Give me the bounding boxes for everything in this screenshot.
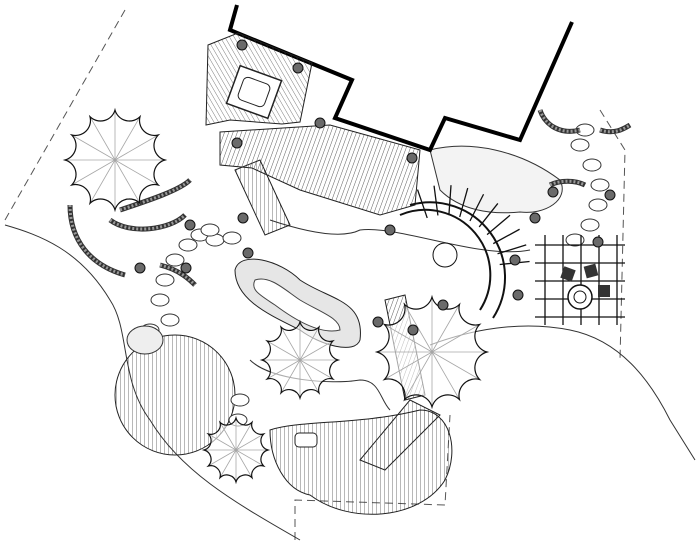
boulder (242, 247, 254, 259)
arbor-rafter (416, 189, 428, 219)
trees (62, 107, 490, 485)
stepping-stone (565, 233, 585, 247)
umbrella-tree (62, 107, 168, 213)
boulder (592, 236, 604, 248)
stone-wall-texture (538, 109, 581, 133)
tree-canopy (201, 415, 271, 485)
arbor-beam (399, 208, 492, 311)
stepping-stone (165, 253, 185, 267)
arbor-rafter (497, 244, 527, 255)
boulder (509, 254, 521, 266)
boulder (314, 117, 326, 129)
boulder (407, 324, 419, 336)
stone-wall-texture (549, 179, 586, 187)
stone-wall-texture (159, 263, 197, 287)
stepping-stone (200, 223, 220, 237)
boulder (529, 212, 541, 224)
fire-pit (567, 284, 593, 310)
arbor-rafter (492, 228, 520, 245)
stepping-stone (155, 273, 175, 287)
boulders (134, 39, 616, 336)
retaining-walls (67, 109, 632, 287)
boulder (292, 62, 304, 74)
boulder (134, 262, 146, 274)
stepping-stone (160, 313, 180, 327)
stepping-stone (230, 393, 250, 407)
stepping-stone (588, 198, 608, 212)
pond-water (253, 278, 341, 332)
arbor-rafter (486, 214, 511, 236)
lower-deck-bench (294, 432, 318, 448)
boulder (236, 39, 248, 51)
boulder (184, 219, 196, 231)
stone-wall-texture (119, 178, 192, 212)
lower-deck (269, 409, 453, 515)
stepping-stone (150, 293, 170, 307)
curved-arbor (399, 185, 530, 319)
hot-tub-inner (237, 76, 271, 108)
stepping-stone (222, 231, 242, 245)
boulder (547, 186, 559, 198)
lounge-chair (583, 263, 599, 279)
arbor-rafter (469, 193, 485, 222)
arbor-beam (409, 201, 507, 319)
boulder (384, 224, 396, 236)
stone-wall-texture (109, 213, 187, 231)
boulder (437, 299, 449, 311)
boulder (512, 289, 524, 301)
tree-canopy (62, 107, 168, 213)
boulder (372, 316, 384, 328)
stepping-stone (590, 178, 610, 192)
stepping-stone (178, 238, 198, 252)
arbor-rafter (459, 187, 469, 218)
stone-wall-texture (599, 123, 631, 134)
boulder (237, 212, 249, 224)
main-deck (219, 124, 421, 216)
lounge-chair (598, 285, 610, 297)
hot-tub (225, 64, 283, 120)
stairs (234, 159, 291, 236)
umbrella-tree (374, 294, 490, 410)
boulder (604, 189, 616, 201)
property-line (4, 9, 126, 221)
arbor-rafter (448, 185, 452, 216)
boulder (406, 152, 418, 164)
stepping-stone (580, 218, 600, 232)
tree-canopy (259, 319, 341, 401)
umbrella-tree (259, 319, 341, 401)
stepping-stone (582, 158, 602, 172)
lounge-chair (560, 266, 576, 282)
patio-table (432, 242, 458, 268)
arbor-rafter (478, 203, 499, 228)
tree-canopy (374, 294, 490, 410)
boulder (231, 137, 243, 149)
stone-wall-texture (68, 204, 126, 277)
garden-bed (429, 145, 563, 214)
stepping-stone (570, 138, 590, 152)
umbrella-tree (201, 415, 271, 485)
terrain-line (269, 219, 531, 253)
arbor-rafter (433, 185, 439, 216)
pergola (535, 235, 625, 325)
fire-pit-inner (573, 290, 587, 304)
large-boulder (126, 325, 164, 355)
property-line-right (599, 109, 626, 361)
boulder (180, 262, 192, 274)
